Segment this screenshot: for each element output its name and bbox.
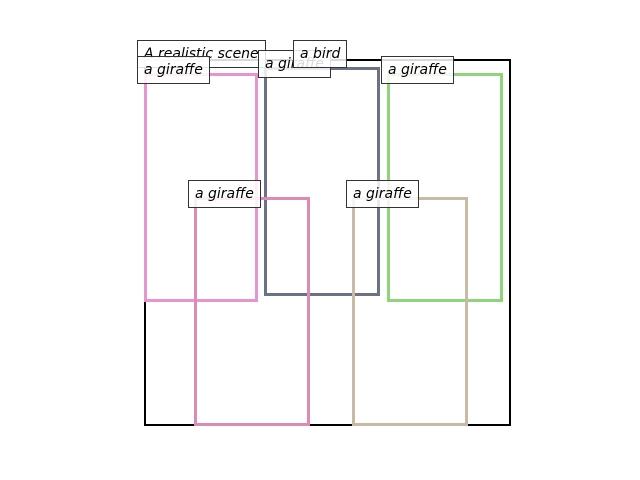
object-label-bird: a bird [293,40,348,68]
object-label-giraffe-4: a giraffe [188,180,261,208]
object-box-giraffe-4 [194,197,310,426]
object-box-giraffe-5 [352,197,468,426]
object-label-giraffe-3: a giraffe [381,56,454,84]
object-label-giraffe-5: a giraffe [346,180,419,208]
object-label-giraffe-1: a giraffe [137,56,210,84]
